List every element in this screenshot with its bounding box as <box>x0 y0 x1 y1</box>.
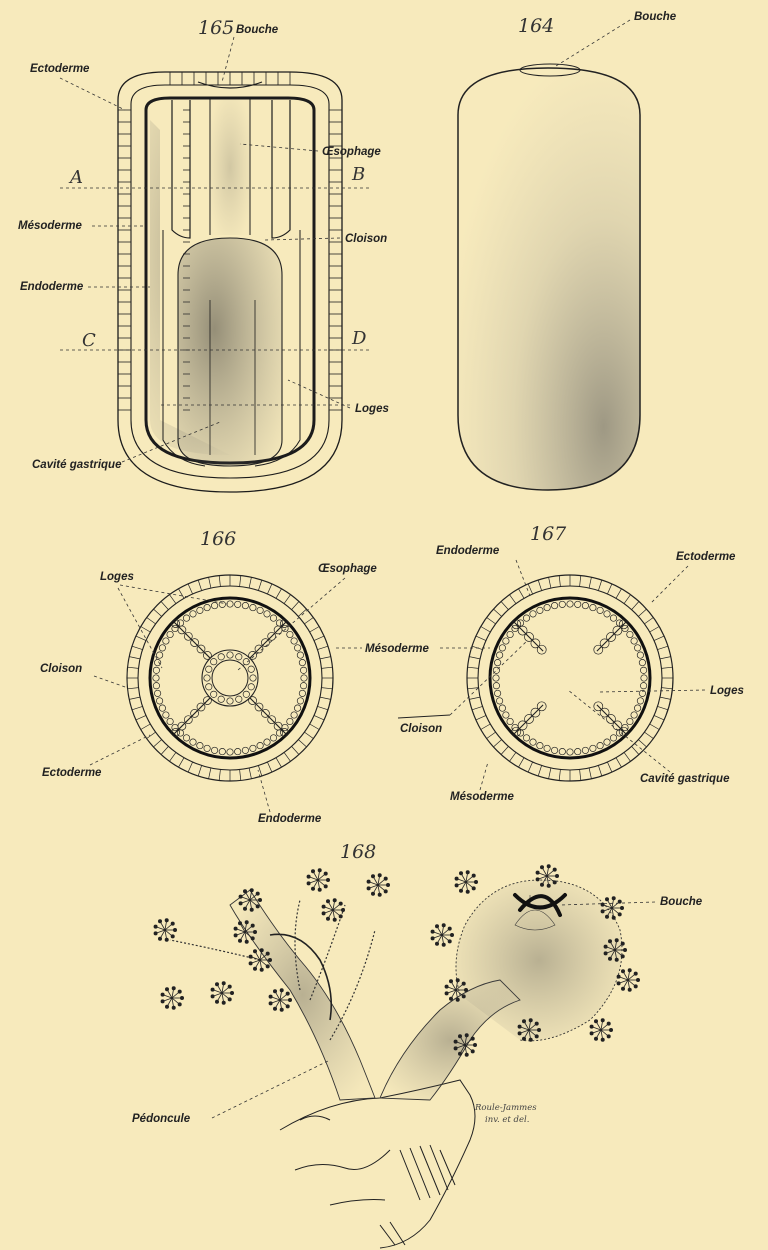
label-oesophage-165: Œsophage <box>322 146 381 158</box>
label-bouche-164: Bouche <box>634 11 677 23</box>
gastric-cavity-165 <box>178 238 282 466</box>
label-bouche-168: Bouche <box>660 896 703 908</box>
label-cloison-166: Cloison <box>40 663 82 675</box>
section-letter-b: B <box>351 164 365 185</box>
figure-number-167: 167 <box>530 523 567 545</box>
figure-number-166: 166 <box>200 528 236 550</box>
label-endoderme-167: Endoderme <box>436 545 500 557</box>
polyp-right <box>380 880 622 1100</box>
label-mesoderme-165: Mésoderme <box>18 220 83 232</box>
label-ectoderme-167: Ectoderme <box>676 551 736 563</box>
polyp-left <box>170 890 375 1100</box>
label-bouche-165: Bouche <box>236 24 279 36</box>
label-pedoncule-168: Pédoncule <box>132 1113 191 1125</box>
label-endoderme-165: Endoderme <box>20 281 84 293</box>
oesophagus-165 <box>172 82 290 238</box>
label-ectoderme-166: Ectoderme <box>42 767 102 779</box>
label-loges-167: Loges <box>710 685 744 697</box>
figure-167: 167 Endoderme Ectoderme Mésoderme Loges … <box>336 523 744 803</box>
label-loges-166: Loges <box>100 571 134 583</box>
label-cavite-167: Cavité gastrique <box>640 773 730 785</box>
section-letter-d: D <box>351 328 367 349</box>
label-endoderme-166: Endoderme <box>258 813 322 825</box>
label-loges-165: Loges <box>355 403 389 415</box>
figure-number-164: 164 <box>518 15 554 37</box>
label-cloison-167: Cloison <box>400 723 442 735</box>
figure-number-168: 168 <box>340 841 376 863</box>
figure-164: 164 Bouche <box>458 11 677 490</box>
figure-166: 166 Loges Œsophage Cloison Ectoderme End… <box>40 528 377 825</box>
body-outline-164 <box>458 68 640 490</box>
signature-line-1: Roule-Jammes <box>474 1103 537 1113</box>
figure-number-165: 165 <box>198 17 234 39</box>
label-cavite-165: Cavité gastrique <box>32 459 122 471</box>
label-mesoderme-167: Mésoderme <box>365 643 430 655</box>
figure-168: 168 Bouche Pédoncule Roule-Jammes <box>132 841 703 1248</box>
signature-line-2: inv. et del. <box>485 1115 529 1125</box>
figure-165: 165 A B C <box>18 17 389 492</box>
label-ectoderme-165: Ectoderme <box>30 63 90 75</box>
label-mesoderme-bottom-167: Mésoderme <box>450 791 515 803</box>
rock-base <box>280 1080 475 1248</box>
section-letter-c: C <box>82 330 96 351</box>
label-cloison-165: Cloison <box>345 233 387 245</box>
label-oesophage-166: Œsophage <box>318 563 377 575</box>
section-letter-a: A <box>68 167 83 188</box>
